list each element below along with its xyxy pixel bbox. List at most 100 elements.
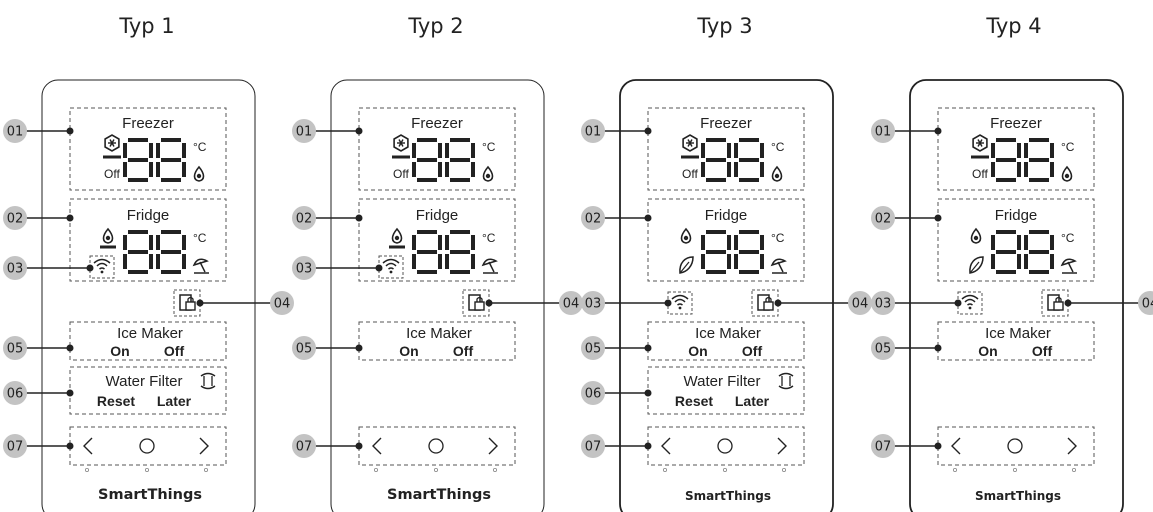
callout-number: 07 [7,440,24,455]
callout-badge [292,336,316,360]
degree-label: °C [1061,140,1075,154]
callout-04: 04 [1064,291,1153,315]
callout-04: 04 [774,291,872,315]
chevron-left-icon [372,437,382,455]
water-filter-section [647,366,805,415]
smartthings-logo: SmartThings [685,489,771,503]
ice-maker-label: Ice Maker [695,325,761,342]
off-label: Off [104,167,120,181]
callout-05: 05 [871,336,942,360]
fridge-section [647,198,805,282]
water-drop-icon [193,165,205,182]
callout-number: 06 [585,387,602,402]
callout-03: 03 [3,256,94,280]
callout-number: 03 [585,297,602,312]
callout-01: 01 [581,119,652,143]
callout-number: 07 [296,440,313,455]
callout-number: 03 [296,262,313,277]
ice-maker-section [358,321,516,361]
callout-badge [581,291,605,315]
indicator-dot [203,467,208,472]
callout-02: 02 [3,206,74,230]
callout-badge [871,336,895,360]
indicator-dot [1072,467,1077,472]
door-alarm-box [751,289,779,317]
seven-segment-digit [701,230,731,274]
umbrella-icon [481,258,498,274]
freezer-label: Freezer [411,115,463,132]
callout-number: 02 [585,212,602,227]
callout-badge [871,434,895,458]
water-filter-label: Water Filter [684,373,761,390]
callout-badge [559,291,583,315]
smartthings-logo: SmartThings [98,487,202,503]
ice-maker-label: Ice Maker [406,325,472,342]
callout-badge [3,256,27,280]
snowflake-hexagon-icon [972,134,988,152]
off-label: Off [393,167,409,181]
circle-icon [717,438,733,454]
freezer-label: Freezer [700,115,752,132]
chevron-right-icon [1067,437,1077,455]
fridge-label: Fridge [705,207,748,224]
seven-segment-digit [734,138,764,182]
chevron-right-icon [777,437,787,455]
callout-01: 01 [871,119,942,143]
callout-03: 03 [292,256,383,280]
callout-number: 03 [875,297,892,312]
leaf-icon [969,256,984,274]
door-alarm-box [462,289,490,317]
ice-on-label: On [399,343,418,359]
fridge-label: Fridge [995,207,1038,224]
chevron-left-icon [951,437,961,455]
navigation-section [358,426,516,466]
door-alarm-box [1041,289,1069,317]
callout-badge [3,381,27,405]
ice-on-label: On [978,343,997,359]
callout-05: 05 [3,336,74,360]
callout-badge [581,336,605,360]
callout-badge [292,434,316,458]
callout-04: 04 [196,291,294,315]
fridge-section [937,198,1095,282]
type-title: Typ 4 [985,14,1041,38]
freezer-label: Freezer [122,115,174,132]
type-title: Typ 1 [118,14,174,38]
freezer-label: Freezer [990,115,1042,132]
chevron-left-icon [661,437,671,455]
ice-off-label: Off [453,343,474,359]
seven-segment-digit [412,230,442,274]
display-panel-frame [330,79,545,512]
drop-snow-icon [680,227,692,244]
callout-badge [871,119,895,143]
callout-badge [581,206,605,230]
callout-03: 03 [871,291,962,315]
callout-number: 01 [875,125,892,140]
indicator-dot [373,467,378,472]
door-lock-icon [468,294,485,311]
callout-number: 04 [852,297,869,312]
seven-segment-digit [412,138,442,182]
seven-segment-digit [991,230,1021,274]
indicator-dot [433,467,438,472]
snowflake-hexagon-icon [104,134,120,152]
seven-segment-digit [156,138,186,182]
fridge-section [69,198,227,282]
seven-segment-digit [1024,138,1054,182]
wifi-icon [382,258,400,274]
freezer-section [358,107,516,191]
ice-off-label: Off [742,343,763,359]
circle-icon [428,438,444,454]
indicator-dot [723,467,728,472]
callout-badge [871,206,895,230]
degree-label: °C [482,140,496,154]
callout-number: 02 [296,212,313,227]
callout-02: 02 [292,206,363,230]
chevron-left-icon [83,437,93,455]
indicator-dot [663,467,668,472]
ice-on-label: On [110,343,129,359]
navigation-section [937,426,1095,466]
chevron-right-icon [488,437,498,455]
degree-label: °C [1061,231,1075,245]
